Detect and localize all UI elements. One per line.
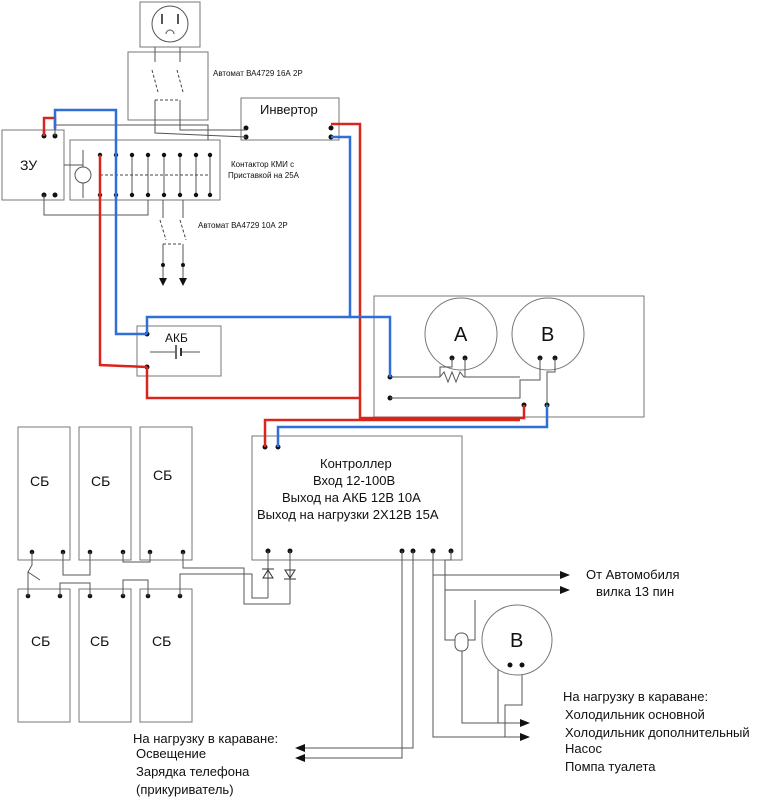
battery-box [136, 325, 222, 377]
breaker-16a [127, 47, 209, 121]
ammeter-a-icon [424, 297, 498, 371]
battery-icon [150, 345, 200, 359]
meter-b2-label: B [510, 630, 523, 652]
fuse-icon [454, 632, 469, 652]
negative-wiring [53, 108, 549, 447]
meter-panel [373, 295, 645, 418]
svg-text:СБ: СБ [30, 473, 49, 489]
meter-b-icon [511, 297, 585, 371]
load-left-item-3: (прикуриватель) [136, 782, 234, 797]
load-left-item-1: Освещение [136, 746, 206, 761]
ammeter-a-label: A [454, 324, 468, 346]
solar-panel-5: СБ [78, 588, 132, 723]
svg-text:СБ: СБ [31, 633, 50, 649]
load-list-right: На нагрузку в караване: Холодильник осно… [563, 689, 750, 774]
solar-panel-2: СБ [78, 426, 132, 561]
load-list-left: На нагрузку в караване: Освещение Зарядк… [133, 731, 278, 797]
from-car-line1: От Автомобиля [586, 567, 680, 582]
from-car-line2: вилка 13 пин [596, 584, 674, 599]
contactor-label-line2: Приставкой на 25А [228, 171, 300, 180]
contactor-block [69, 139, 221, 201]
solar-panel-4: СБ [17, 588, 71, 723]
breaker-10a [159, 200, 187, 286]
svg-text:СБ: СБ [152, 633, 171, 649]
meter-b-label: B [541, 324, 554, 346]
inverter-box [240, 97, 340, 141]
svg-text:СБ: СБ [90, 633, 109, 649]
controller-title: Контроллер [320, 456, 392, 471]
load-right-item-1: Холодильник основной [565, 707, 705, 722]
solar-panel-3: СБ [139, 426, 193, 561]
load-left-item-2: Зарядка телефона [136, 764, 250, 779]
charger-label: ЗУ [20, 157, 37, 173]
load-left-title: На нагрузку в караване: [133, 731, 278, 746]
positive-wiring [42, 116, 526, 447]
breaker-16a-label: Автомат ВА4729 16А 2Р [213, 69, 303, 78]
solar-panel-6: СБ [139, 588, 193, 723]
meter-b2-icon [481, 604, 553, 676]
battery-label: АКБ [165, 331, 188, 345]
controller-batt-out: Выход на АКБ 12В 10А [282, 490, 421, 505]
controller-box [251, 435, 463, 561]
load-right-item-2: Холодильник дополнительный [565, 725, 750, 740]
breaker-10a-label: Автомат ВА4729 10А 2Р [198, 221, 288, 230]
load-right-item-3: Насос [565, 741, 602, 756]
controller-load-out: Выход на нагрузки 2Х12В 15А [257, 507, 439, 522]
svg-text:СБ: СБ [153, 467, 172, 483]
controller-input: Вход 12-100В [313, 473, 395, 488]
load-right-item-4: Помпа туалета [565, 759, 656, 774]
solar-panel-1: СБ [17, 426, 71, 561]
load-right-title: На нагрузку в караване: [563, 689, 708, 704]
diode-icon [243, 551, 296, 605]
svg-text:СБ: СБ [91, 473, 110, 489]
outlet-icon [139, 1, 201, 48]
contactor-label-line1: Контактор КМИ с [231, 160, 294, 169]
inverter-label: Инвертор [260, 102, 318, 117]
